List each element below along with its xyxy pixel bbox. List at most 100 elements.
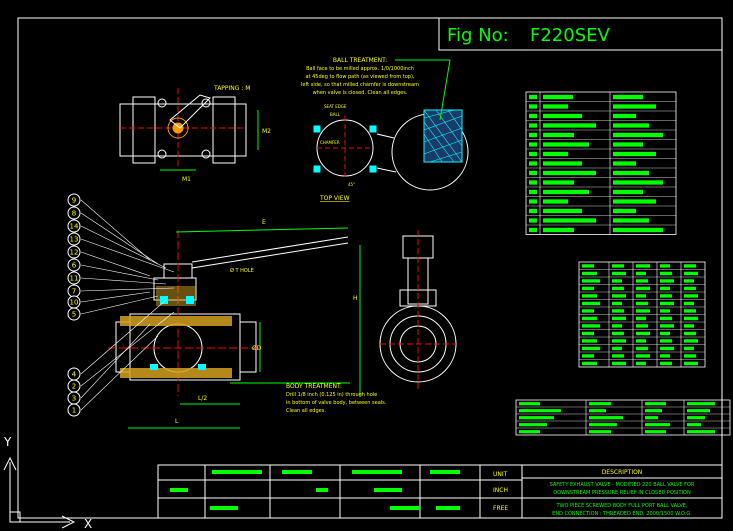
title-field-fill — [374, 488, 402, 492]
ucs-y-label: Y — [3, 435, 12, 449]
table-cell-fill — [519, 409, 561, 413]
table-cell-fill — [529, 227, 537, 233]
table-cell-fill — [529, 170, 537, 176]
table-cell-fill — [519, 423, 547, 427]
table-cell-fill — [519, 430, 540, 434]
table-cell-fill — [684, 339, 698, 343]
callout-9: 9 — [67, 193, 151, 261]
table-cell-fill — [613, 132, 663, 138]
ball-treatment-heading: BALL TREATMENT: — [333, 57, 387, 64]
table-cell-fill — [636, 279, 648, 283]
description-line-2: DOWNSTREAM PRESSURE RELIEF IN CLOSED POS… — [553, 490, 691, 496]
body-treatment-heading: BODY TREATMENT: — [286, 383, 342, 390]
table-cell-fill — [613, 170, 649, 176]
table-cell-fill — [684, 316, 698, 321]
table-cell-fill — [684, 324, 694, 328]
table-cell-fill — [684, 354, 696, 358]
chamfer-label: CHAMFER — [320, 140, 340, 145]
table-cell-fill — [529, 151, 537, 157]
table-cell-fill — [529, 161, 537, 166]
callout-number: 6 — [72, 262, 77, 270]
callout-number: 13 — [70, 236, 79, 244]
title-block-fields — [170, 470, 460, 510]
table-cell-fill — [612, 346, 622, 351]
ball-treatment-line-1: Ball face to be milled approx. 1/0/1000i… — [306, 66, 414, 72]
table-cell-fill — [612, 339, 626, 343]
angle-label: 45° — [348, 182, 355, 187]
table-cell-fill — [636, 264, 650, 268]
table-cell-fill — [636, 271, 646, 276]
callout-12: 12 — [67, 245, 151, 277]
table-cell-fill — [543, 189, 589, 195]
callout-number: 12 — [70, 249, 79, 257]
table-cell-fill — [660, 361, 672, 366]
table-cell-fill — [660, 331, 670, 336]
table-cell-fill — [645, 423, 670, 427]
table-cell-fill — [636, 309, 650, 313]
table-cell-fill — [582, 361, 597, 366]
table-cell-fill — [589, 416, 623, 420]
title-field-fill — [352, 470, 402, 474]
table-cell-fill — [660, 301, 674, 306]
description-line-4: END CONNECTION : THREADED END, 2000/1500… — [552, 511, 692, 517]
table-cell-fill — [589, 409, 606, 413]
fig-title-box: Fig No: F220SEV — [438, 17, 723, 51]
tapping-label: TAPPING : M — [213, 85, 250, 92]
table-cell-fill — [529, 218, 537, 223]
ball-label: BALL — [330, 112, 341, 117]
table-cell-fill — [687, 402, 715, 406]
description-heading: DESCRIPTION — [602, 469, 643, 476]
callout-number: 7 — [72, 288, 76, 296]
table-cell-fill — [582, 316, 597, 321]
title-field-fill — [430, 470, 460, 474]
table-cell-fill — [636, 316, 646, 321]
callout-number: 9 — [72, 197, 76, 205]
callout-8: 8 — [67, 206, 159, 265]
table-cell-fill — [582, 294, 597, 298]
table-cell-fill — [543, 227, 574, 233]
ball-detail-hatch — [423, 109, 463, 163]
table-cell-fill — [582, 354, 594, 358]
bottom-title-block — [157, 464, 723, 519]
table-cell-fill — [684, 361, 698, 366]
dim-e: E — [262, 219, 266, 226]
table-cell-fill — [529, 208, 537, 214]
table-cell-fill — [645, 416, 658, 420]
callout-14: 14 — [67, 219, 167, 269]
table-cell-fill — [529, 189, 537, 195]
table-cell-fill — [684, 346, 694, 351]
ball-treatment-line-3: left side, so that milled chamfer is dow… — [301, 82, 419, 88]
table-cell-fill — [660, 264, 670, 268]
table-cell-fill — [636, 361, 646, 366]
seat-edge-label: SEAT EDGE — [324, 104, 347, 109]
dimension-table-a — [525, 91, 677, 235]
title-field-fill — [212, 470, 262, 474]
dim-l: L — [175, 418, 179, 425]
table-cell-fill — [543, 180, 574, 185]
title-field-fill — [436, 506, 460, 510]
table-cell-fill — [582, 301, 600, 306]
dim-l2: L/2 — [198, 395, 207, 402]
unit-label: UNIT — [493, 471, 508, 478]
table-cell-fill — [660, 346, 674, 351]
table-cell-fill — [529, 94, 537, 100]
table-cell-fill — [582, 279, 600, 283]
title-field-fill — [390, 506, 420, 510]
top-view-label: TOP VIEW — [319, 195, 350, 202]
callout-11: 11 — [67, 271, 167, 285]
table-cell-fill — [582, 264, 594, 268]
table-cell-fill — [529, 132, 537, 138]
fig-number: F220SEV — [530, 25, 611, 46]
table-cell-fill — [612, 286, 624, 291]
table-cell-fill — [543, 104, 568, 109]
table-cell-fill — [645, 402, 666, 406]
table-cell-fill — [613, 218, 649, 223]
table-cell-fill — [589, 402, 611, 406]
table-cell-fill — [529, 104, 537, 109]
callout-6: 6 — [67, 258, 159, 281]
table-cell-fill — [613, 113, 636, 119]
table-cell-fill — [582, 331, 594, 336]
table-cell-fill — [543, 151, 568, 157]
dim-m2: M2 — [262, 128, 271, 135]
table-cell-fill — [636, 346, 648, 351]
